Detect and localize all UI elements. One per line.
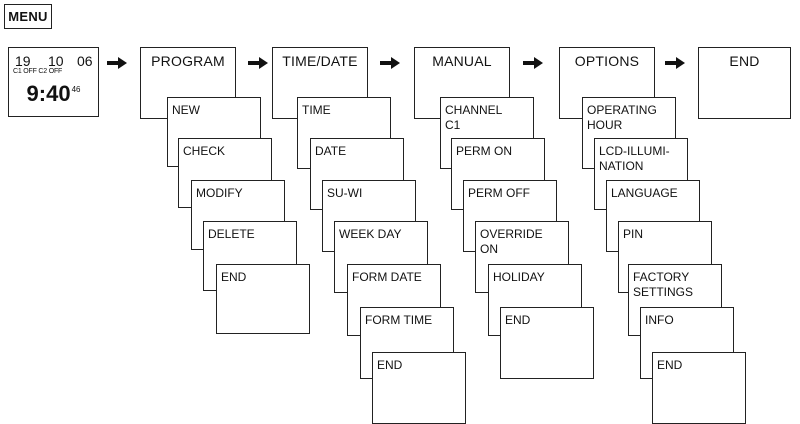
menu-program-item-label: MODIFY <box>196 186 243 200</box>
menu-program-item-label: CHECK <box>183 144 226 158</box>
right-arrow-icon <box>107 57 127 69</box>
date-month: 10 <box>48 53 64 69</box>
menu-options-item-label: INFO <box>645 313 674 327</box>
right-arrow-icon <box>248 57 268 69</box>
menu-options-item-label: OPERATING HOUR <box>587 103 657 132</box>
date-year: 06 <box>77 53 93 69</box>
menu-manual-item-label: CHANNEL C1 <box>445 103 503 132</box>
menu-timedate-item-label: SU-WI <box>327 186 363 200</box>
menu-manual-title: MANUAL <box>432 53 492 69</box>
right-arrow-icon <box>523 57 543 69</box>
menu-manual-item-label: HOLIDAY <box>493 270 545 284</box>
menu-options-item[interactable]: END <box>652 352 746 424</box>
menu-title-box: MENU <box>4 4 52 29</box>
right-arrow-icon <box>665 57 685 69</box>
menu-options-item-label: LANGUAGE <box>611 186 678 200</box>
channel-status: C1 OFF C2 OFF <box>13 68 63 75</box>
menu-program-item-label: NEW <box>172 103 200 117</box>
menu-manual-item-label: PERM ON <box>456 144 513 158</box>
menu-manual-item[interactable]: END <box>500 307 594 379</box>
menu-program-item-label: DELETE <box>208 227 255 241</box>
time-readout: 9:4046 <box>9 81 98 107</box>
menu-manual-item-label: OVERRIDE ON <box>480 227 543 256</box>
menu-timedate-item-label: FORM TIME <box>365 313 433 327</box>
menu-timedate-title: TIME/DATE <box>282 53 358 69</box>
menu-options-item-label: LCD-ILLUMI- NATION <box>599 144 670 173</box>
menu-options-title: OPTIONS <box>574 53 640 69</box>
menu-end-title: END <box>729 53 760 69</box>
menu-program-item[interactable]: END <box>216 264 310 334</box>
menu-options-item-label: PIN <box>623 227 644 241</box>
time-seconds: 46 <box>71 85 81 94</box>
menu-timedate-item-label: DATE <box>315 144 347 158</box>
menu-program-title: PROGRAM <box>151 53 225 69</box>
right-arrow-icon <box>380 57 400 69</box>
clock-display: 19 10 06 C1 OFF C2 OFF 9:4046 <box>8 47 99 117</box>
menu-options-item-label: END <box>657 358 683 372</box>
menu-timedate-item-label: END <box>377 358 403 372</box>
menu-end-header[interactable]: END <box>698 47 791 119</box>
time-value: 9:40 <box>26 81 71 106</box>
menu-manual-item-label: END <box>505 313 531 327</box>
date-readout: 19 10 06 <box>13 53 94 69</box>
menu-timedate-item-label: WEEK DAY <box>339 227 402 241</box>
menu-timedate-item-label: FORM DATE <box>352 270 422 284</box>
menu-timedate-item-label: TIME <box>302 103 331 117</box>
menu-options-item-label: FACTORY SETTINGS <box>633 270 694 299</box>
menu-program-item-label: END <box>221 270 247 284</box>
date-day: 19 <box>15 53 31 69</box>
menu-manual-item-label: PERM OFF <box>468 186 530 200</box>
menu-timedate-item[interactable]: END <box>372 352 466 424</box>
